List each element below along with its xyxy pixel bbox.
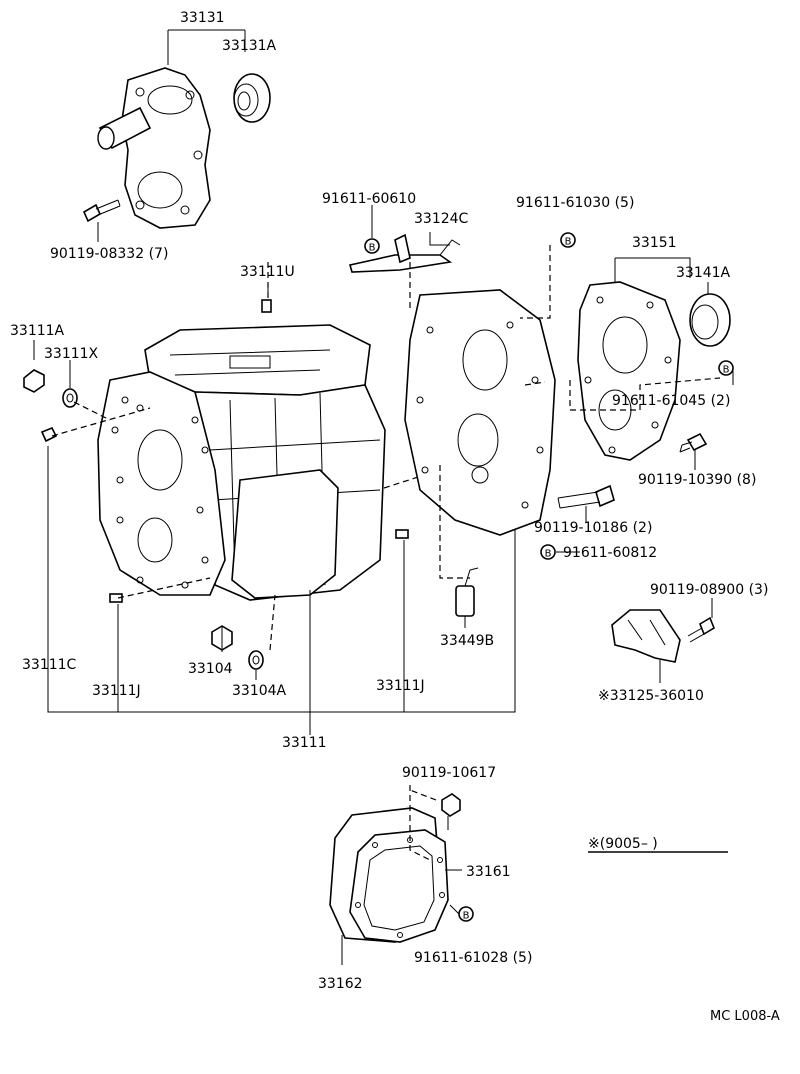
label-91611-61030: 91611-61030 (5) [516, 195, 634, 211]
pin-33111U [261, 299, 272, 313]
gasket-33104A [248, 650, 264, 670]
dash-33111c [51, 407, 151, 437]
extension-housing-33131 [97, 67, 211, 229]
plug-33111A [23, 369, 45, 393]
label-91611-61028: 91611-61028 (5) [414, 950, 532, 966]
b-marker-label: B [545, 549, 552, 560]
pin-33111J-left [109, 593, 123, 603]
label-33449b: 33449B [440, 633, 494, 649]
gasket-33111X [62, 388, 78, 408]
dash-33111j-left [117, 577, 211, 599]
leader-33151 [614, 257, 691, 282]
cover-33125-36010 [611, 609, 681, 663]
label-90119-10390: 90119-10390 (8) [638, 472, 756, 488]
b-marker-91611-61028: B [458, 906, 474, 922]
label-91611-60610: 91611-60610 [322, 191, 416, 207]
bolt-90119-08332 [82, 199, 121, 223]
label-91611-61045: 91611-61045 (2) [612, 393, 730, 409]
bolt-90119-08900 [687, 616, 715, 643]
dash-plate-housing [524, 381, 546, 386]
dash-33111x [73, 401, 111, 421]
label-33151: 33151 [632, 235, 677, 251]
bracket-33124C [348, 233, 461, 273]
b-marker-label: B [463, 911, 470, 922]
leader-33124c [429, 232, 450, 246]
label-33141a: 33141A [676, 265, 731, 281]
b-marker-label: B [723, 365, 730, 376]
label-33104: 33104 [188, 661, 233, 677]
b-marker-label: B [369, 243, 376, 254]
oil-seal-33141A [689, 293, 731, 347]
shift-detent-33449B [455, 567, 479, 617]
label-33111j-right: 33111J [376, 678, 425, 694]
intermediate-plate [404, 289, 556, 536]
label-33131: 33131 [180, 10, 225, 26]
b-marker-91611-60610: B [364, 238, 380, 254]
label-33131a: 33131A [222, 38, 277, 54]
label-90119-08900: 90119-08900 (3) [650, 582, 768, 598]
label-33111: 33111 [282, 735, 327, 751]
b-marker-91611-61045: B [718, 360, 734, 376]
cover-33161 [349, 829, 449, 943]
leader-33111-bracket [47, 446, 516, 713]
label-note: ※(9005– ) [588, 836, 658, 852]
plug-33111C [40, 426, 58, 443]
label-90119-08332: 90119-08332 (7) [50, 246, 168, 262]
dash-91611-61030 [520, 245, 551, 319]
label-33124c: 33124C [414, 211, 469, 227]
leader-33131 [167, 29, 246, 65]
dash-bolt-10617 [409, 789, 437, 801]
diagram-code: MC L008-A [710, 1009, 780, 1024]
label-90119-10617: 90119-10617 [402, 765, 496, 781]
dash-33104a [269, 594, 276, 651]
dash-91611-61045 [569, 377, 721, 411]
label-33104a: 33104A [232, 683, 287, 699]
pin-33111J-right [395, 529, 409, 539]
bolt-90119-10617 [441, 793, 461, 830]
label-33111j-left: 33111J [92, 683, 141, 699]
label-90119-10186: 90119-10186 (2) [534, 520, 652, 536]
dash-90119-10617 [409, 785, 431, 861]
oil-seal-33131A [233, 73, 271, 123]
dash-33449b [439, 465, 470, 579]
bolt-90119-10186 [557, 484, 615, 509]
bolt-90119-10390 [679, 432, 708, 453]
rear-housing-33151 [577, 281, 681, 461]
b-marker-label: B [565, 237, 572, 248]
label-33111u: 33111U [240, 264, 295, 280]
label-33111c: 33111C [22, 657, 77, 673]
label-91611-60812: 91611-60812 [563, 545, 657, 561]
label-33111x: 33111X [44, 346, 99, 362]
label-33161: 33161 [466, 864, 511, 880]
label-33111a: 33111A [10, 323, 65, 339]
label-33162: 33162 [318, 976, 363, 992]
label-33125-36010: ※33125-36010 [598, 688, 704, 704]
b-marker-91611-60812: B [540, 544, 556, 560]
transmission-case-33111 [97, 324, 386, 601]
b-marker-91611-61030: B [560, 232, 576, 248]
